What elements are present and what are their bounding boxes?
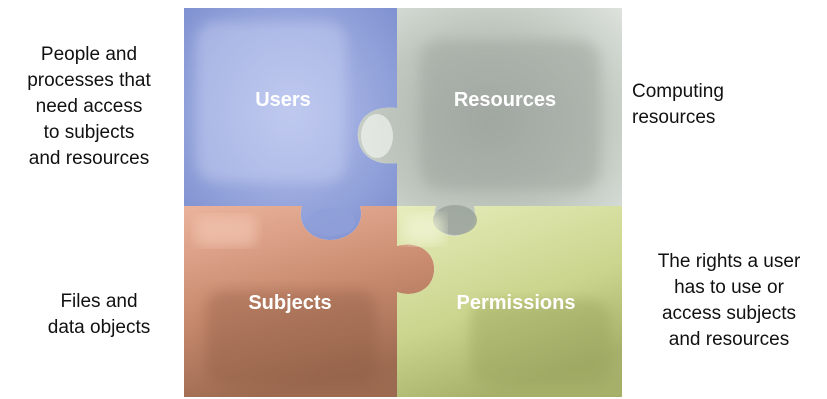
resources-piece: Resources xyxy=(357,8,622,236)
permissions-description: The rights a user has to use or access s… xyxy=(657,251,801,350)
permissions-label: Permissions xyxy=(457,292,576,314)
subjects-label: Subjects xyxy=(248,292,331,314)
subjects-description: Files and data objects xyxy=(47,291,151,338)
subjects-piece: Subjects xyxy=(184,206,435,397)
resources-description: Computing resources xyxy=(632,81,724,128)
users-piece: Users xyxy=(184,8,397,240)
resources-label: Resources xyxy=(454,89,556,111)
permissions-piece: Permissions xyxy=(397,205,622,397)
users-description: People and processes that need access to… xyxy=(27,44,151,169)
users-label: Users xyxy=(255,89,311,111)
